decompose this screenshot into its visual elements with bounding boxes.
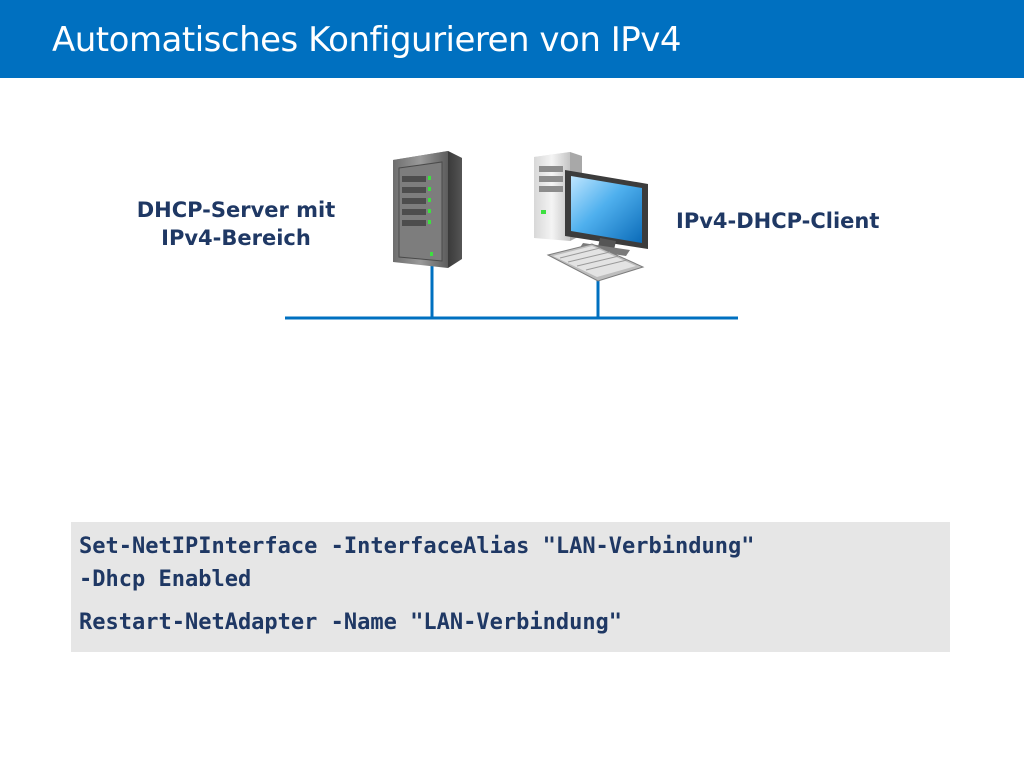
code-block: Set-NetIPInterface -InterfaceAlias "LAN-…	[71, 522, 950, 652]
slide-title: Automatisches Konfigurieren von IPv4	[52, 20, 681, 60]
server-tower-icon	[393, 151, 462, 268]
server-label-line1: DHCP-Server mit	[136, 198, 336, 222]
network-lines	[285, 262, 738, 320]
desktop-computer-icon	[534, 152, 648, 282]
title-bar: Automatisches Konfigurieren von IPv4	[0, 0, 1024, 78]
code-line-set-netipinterface: Set-NetIPInterface -InterfaceAlias "LAN-…	[79, 534, 755, 559]
server-label: DHCP-Server mit IPv4-Bereich	[120, 196, 352, 252]
code-line-dhcp-enabled: -Dhcp Enabled	[79, 567, 252, 592]
code-line-restart-netadapter: Restart-NetAdapter -Name "LAN-Verbindung…	[79, 610, 623, 635]
client-label: IPv4-DHCP-Client	[676, 209, 880, 233]
server-label-line2: IPv4-Bereich	[161, 226, 311, 250]
